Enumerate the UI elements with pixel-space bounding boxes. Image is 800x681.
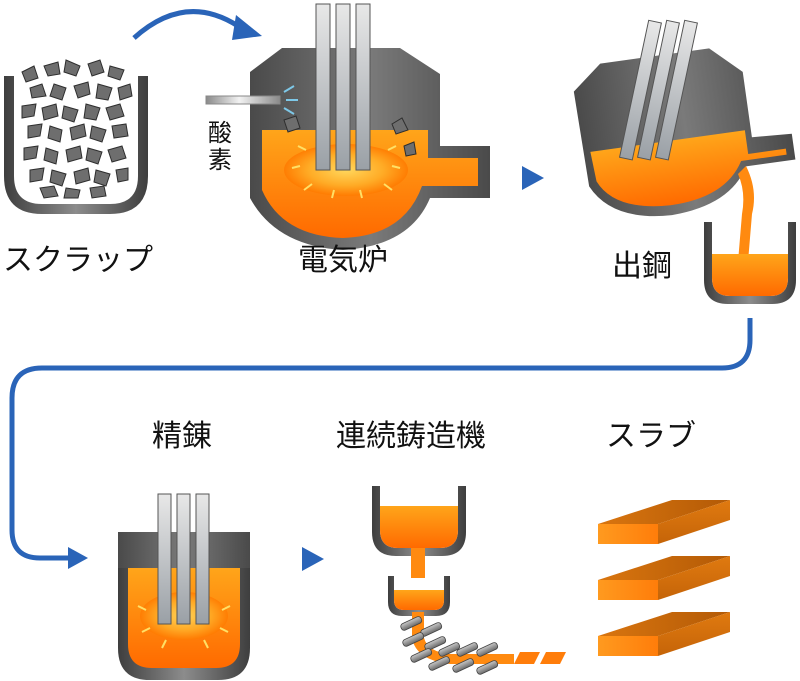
label-refining: 精錬 bbox=[152, 419, 212, 454]
tapping-ladle bbox=[704, 222, 796, 304]
eaf-electrode-3 bbox=[355, 3, 371, 171]
flow-arrow-scrap-to-eaf bbox=[132, 9, 240, 40]
slab-3 bbox=[598, 612, 730, 656]
flow-arrowhead-scrap-to-eaf bbox=[232, 15, 262, 40]
label-tapping: 出鋼 bbox=[612, 249, 672, 284]
flow-arrowhead-to-refining bbox=[68, 547, 88, 569]
oxygen-lance bbox=[205, 95, 281, 105]
slab-1 bbox=[598, 500, 730, 544]
tapping-furnace bbox=[573, 19, 796, 262]
flow-arrow-eaf-to-tapping bbox=[522, 166, 544, 190]
label-oxygen: 酸素 bbox=[208, 119, 232, 174]
caster-strand bbox=[412, 612, 514, 664]
slab-stack bbox=[598, 500, 730, 656]
label-scrap: スクラップ bbox=[3, 243, 153, 278]
eaf-electrode-1 bbox=[315, 3, 331, 171]
continuous-caster bbox=[372, 486, 566, 675]
scrap-bucket bbox=[4, 59, 148, 214]
tapping-stream bbox=[738, 166, 754, 262]
label-electric-furnace: 電気炉 bbox=[298, 243, 388, 278]
label-continuous-caster: 連続鋳造機 bbox=[336, 419, 486, 454]
flow-arrow-refining-to-caster bbox=[302, 547, 324, 571]
refining-ladle-furnace bbox=[118, 493, 250, 680]
label-slab: スラブ bbox=[606, 419, 696, 454]
oxygen-jet bbox=[283, 85, 298, 115]
flow-arrow-tapping-to-refining bbox=[9, 318, 753, 561]
slab-2 bbox=[598, 556, 730, 600]
electric-arc-furnace bbox=[205, 3, 490, 250]
eaf-electrode-2 bbox=[335, 3, 351, 171]
scrap-pieces bbox=[21, 59, 133, 199]
